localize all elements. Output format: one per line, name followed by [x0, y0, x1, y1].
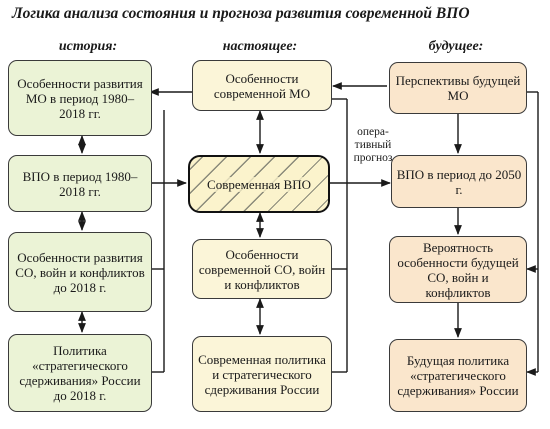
box-so-until-2018-label: Особенности развития СО, войн и конфликт…: [15, 249, 145, 295]
box-current-vpo: Современная ВПО: [188, 155, 330, 213]
box-future-deterrence: Будущая политика «стратегического сдержи…: [389, 339, 527, 412]
box-so-until-2018: Особенности развития СО, войн и конфликт…: [8, 232, 152, 312]
box-current-mo-label: Особенности современной МО: [213, 70, 311, 101]
column-header-future: будущее:: [428, 39, 484, 54]
box-mo-1980-2018: Особенности развития МО в период 1980–20…: [8, 60, 152, 136]
box-vpo-2050-label: ВПО в период до 2050 г.: [396, 166, 522, 197]
box-current-so: Особенности современной СО, войн и конфл…: [192, 239, 332, 299]
diagram-title: Логика анализа состояния и прогноза разв…: [12, 5, 470, 22]
box-vpo-1980-2018-label: ВПО в период 1980–2018 гг.: [22, 168, 138, 199]
box-future-so: Вероятность особенности будущей СО, войн…: [389, 236, 527, 303]
box-mo-1980-2018-label: Особенности развития МО в период 1980–20…: [17, 75, 143, 121]
box-vpo-2050: ВПО в период до 2050 г.: [391, 155, 527, 208]
box-future-deterrence-label: Будущая политика «стратегического сдержи…: [397, 353, 519, 398]
column-header-present: настоящее:: [222, 39, 298, 54]
box-deterrence-until-2018-label: Политика «стратегического сдерживания» Р…: [19, 343, 141, 403]
box-future-so-label: Вероятность особенности будущей СО, войн…: [397, 239, 519, 300]
column-header-history: история:: [58, 39, 118, 54]
box-current-deterrence: Современная политика и стратегического с…: [192, 336, 332, 412]
box-future-mo: Перспективы будущей МО: [389, 62, 527, 114]
box-current-deterrence-label: Современная политика и стратегического с…: [198, 351, 326, 397]
box-vpo-1980-2018: ВПО в период 1980–2018 гг.: [8, 155, 152, 212]
box-future-mo-label: Перспективы будущей МО: [395, 73, 521, 103]
box-current-mo: Особенности современной МО: [192, 60, 332, 111]
box-current-vpo-label: Современная ВПО: [207, 176, 311, 192]
box-current-so-label: Особенности современной СО, войн и конфл…: [198, 246, 326, 292]
box-deterrence-until-2018: Политика «стратегического сдерживания» Р…: [8, 334, 152, 412]
operational-forecast-note: опера-тивный прогноз: [353, 126, 393, 164]
